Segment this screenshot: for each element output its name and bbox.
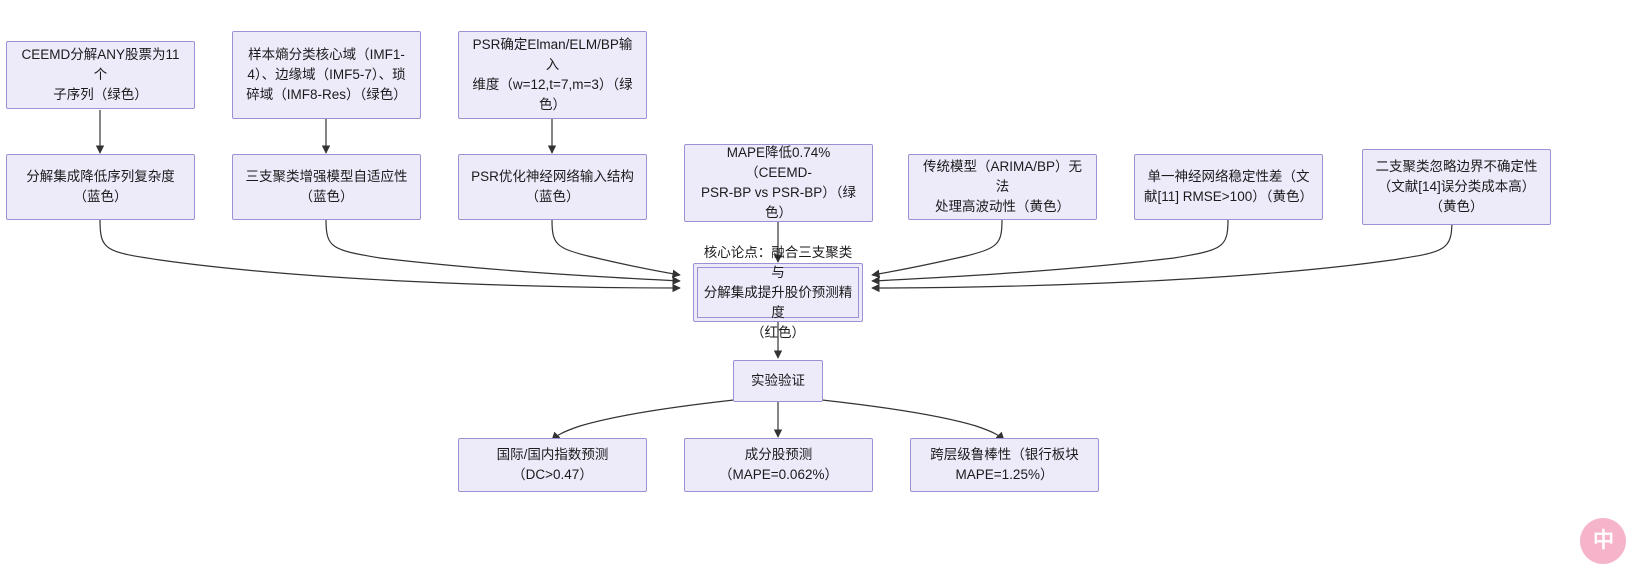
node-ceemd-decomposition[interactable]: CEEMD分解ANY股票为11个 子序列（绿色） [6,41,195,109]
node-core-claim[interactable]: 核心论点：融合三支聚类与 分解集成提升股价预测精度 （红色） [693,245,863,340]
node-result-cross-level-robustness[interactable]: 跨层级鲁棒性（银行板块 MAPE=1.25%） [910,438,1099,492]
node-traditional-model-limitation[interactable]: 传统模型（ARIMA/BP）无法 处理高波动性（黄色） [908,154,1097,220]
node-psr-optimizes-nn-input[interactable]: PSR优化神经网络输入结构 （蓝色） [458,154,647,220]
node-label: 成分股预测 （MAPE=0.062%） [719,447,838,482]
node-label: CEEMD分解ANY股票为11个 子序列（绿色） [21,47,180,102]
node-three-way-clustering-adaptivity[interactable]: 三支聚类增强模型自适应性 （蓝色） [232,154,421,220]
edge-n4-core [99,219,681,293]
node-label: 样本熵分类核心域（IMF1- 4）、边缘域（IMF5-7）、琐 碎域（IMF8-… [246,47,407,102]
node-mape-reduction[interactable]: MAPE降低0.74%（CEEMD- PSR-BP vs PSR-BP）（绿 色… [684,144,873,222]
watermark-glyph: 中 [1593,528,1614,552]
node-experimental-validation[interactable]: 实验验证 [733,360,823,402]
node-single-nn-instability[interactable]: 单一神经网络稳定性差（文 献[11] RMSE>100）（黄色） [1134,154,1323,220]
edge-n6-core [551,219,681,278]
edge-n8-core [871,219,1003,278]
node-label: MAPE降低0.74%（CEEMD- PSR-BP vs PSR-BP）（绿 色… [700,145,857,220]
node-label: 跨层级鲁棒性（银行板块 MAPE=1.25%） [930,447,1079,482]
node-label: 单一神经网络稳定性差（文 献[11] RMSE>100）（黄色） [1144,169,1313,204]
node-label: PSR优化神经网络输入结构 （蓝色） [471,169,634,204]
node-label: 实验验证 [751,373,805,388]
node-result-constituent-stock-forecast[interactable]: 成分股预测 （MAPE=0.062%） [684,438,873,492]
watermark-badge: 中 [1580,518,1626,564]
node-label: PSR确定Elman/ELM/BP输入 维度（w=12,t=7,m=3）（绿 色… [472,37,633,112]
node-result-index-forecast[interactable]: 国际/国内指数预测 （DC>0.47） [458,438,647,492]
node-sample-entropy-classification[interactable]: 样本熵分类核心域（IMF1- 4）、边缘域（IMF5-7）、琐 碎域（IMF8-… [232,31,421,119]
node-label: 国际/国内指数预测 （DC>0.47） [496,447,609,482]
node-label: 分解集成降低序列复杂度 （蓝色） [26,169,175,204]
edge-validation-r3 [821,399,1005,441]
edge-n5-core [325,219,681,285]
edge-n10-core [871,219,1453,293]
edge-validation-r1 [551,399,735,441]
node-decomposition-reduces-complexity[interactable]: 分解集成降低序列复杂度 （蓝色） [6,154,195,220]
node-label: 三支聚类增强模型自适应性 （蓝色） [245,169,408,204]
node-label: 核心论点：融合三支聚类与 分解集成提升股价预测精度 （红色） [703,244,853,340]
node-label: 传统模型（ARIMA/BP）无法 处理高波动性（黄色） [922,159,1082,214]
node-two-way-clustering-boundary[interactable]: 二支聚类忽略边界不确定性 （文献[14]误分类成本高） （黄色） [1362,149,1551,225]
node-psr-input-dimension[interactable]: PSR确定Elman/ELM/BP输入 维度（w=12,t=7,m=3）（绿 色… [458,31,647,119]
node-label: 二支聚类忽略边界不确定性 （文献[14]误分类成本高） （黄色） [1375,159,1538,214]
edge-n9-core [871,219,1229,285]
